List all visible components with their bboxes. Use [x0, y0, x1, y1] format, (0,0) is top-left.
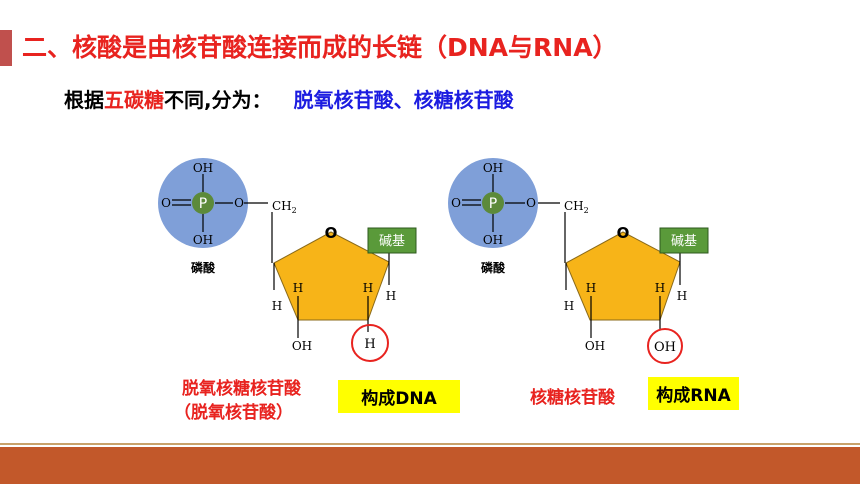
left-forms-dna-box: 构成DNA: [338, 380, 460, 413]
left-name-line1: 脱氧核糖核苷酸: [182, 379, 301, 399]
left-ch2: CH2: [272, 199, 297, 215]
right-circled-oh: OH: [654, 340, 676, 355]
left-o-ester: O: [234, 196, 244, 210]
footer-divider: [0, 443, 860, 445]
left-base-label: 碱基: [379, 234, 405, 249]
left-ring-o: O: [325, 224, 338, 242]
right-base-label: 碱基: [671, 234, 697, 249]
left-oh-c3: OH: [292, 339, 312, 353]
right-h-left-outer: H: [564, 299, 574, 313]
subtitle-highlight: 五碳糖: [104, 88, 164, 112]
left-oh-top: OH: [193, 161, 213, 175]
right-oh-c3: OH: [585, 339, 605, 353]
left-oh-bottom: OH: [193, 233, 213, 247]
left-base-box: [367, 227, 417, 254]
subtitle-types: 脱氧核苷酸、核糖核苷酸: [293, 88, 514, 112]
left-p-label: P: [199, 196, 207, 212]
right-h-left-inner: H: [586, 281, 596, 295]
right-p-atom: [482, 192, 504, 214]
right-oh-bottom: OH: [483, 233, 503, 247]
left-h-right-inner: H: [363, 281, 373, 295]
right-circled-oh-ring: [647, 328, 683, 364]
left-name-line2: （脱氧核苷酸）: [174, 403, 293, 423]
slide-title: 二、核酸是由核苷酸连接而成的长链（DNA与RNA）: [22, 33, 618, 62]
left-nucleotide: P OH OH O O CH2 磷酸 O 碱基 H H OH H H H: [158, 158, 417, 362]
nucleotide-diagram: P OH OH O O CH2 磷酸 O 碱基 H H OH H H H: [158, 158, 709, 364]
right-o-ester: O: [526, 196, 536, 210]
right-h-right-inner: H: [655, 281, 665, 295]
subtitle: 根据五碳糖不同,分为： 脱氧核苷酸、核糖核苷酸: [64, 86, 514, 114]
footer-band: [0, 447, 860, 484]
right-oh-top: OH: [483, 161, 503, 175]
right-phosphate-label: 磷酸: [481, 260, 506, 275]
right-o-double: O: [451, 196, 461, 210]
left-h-left-inner: H: [293, 281, 303, 295]
right-p-label: P: [489, 196, 497, 212]
subtitle-suffix: 不同,分为：: [164, 88, 272, 112]
left-circled-h-ring: [351, 324, 389, 362]
right-name: 核糖核苷酸: [530, 388, 615, 408]
left-phosphate-label: 磷酸: [191, 260, 216, 275]
right-base-box: [659, 227, 709, 254]
left-deoxyribose-ring: [273, 231, 390, 321]
right-forms-rna-box: 构成RNA: [648, 377, 739, 410]
right-ribose-ring: [565, 231, 681, 321]
left-o-double: O: [161, 196, 171, 210]
title-accent-bar: [0, 30, 12, 66]
subtitle-prefix: 根据: [64, 88, 104, 112]
left-h-left-outer: H: [272, 299, 282, 313]
right-h-right-outer: H: [677, 289, 687, 303]
left-p-atom: [192, 192, 214, 214]
left-h-right-outer: H: [386, 289, 396, 303]
right-nucleotide: P OH OH O O CH2 磷酸 O 碱基 H H OH H H O: [448, 158, 709, 364]
right-ch2: CH2: [564, 199, 589, 215]
left-circled-h: H: [364, 337, 375, 352]
right-ring-o: O: [617, 224, 630, 242]
